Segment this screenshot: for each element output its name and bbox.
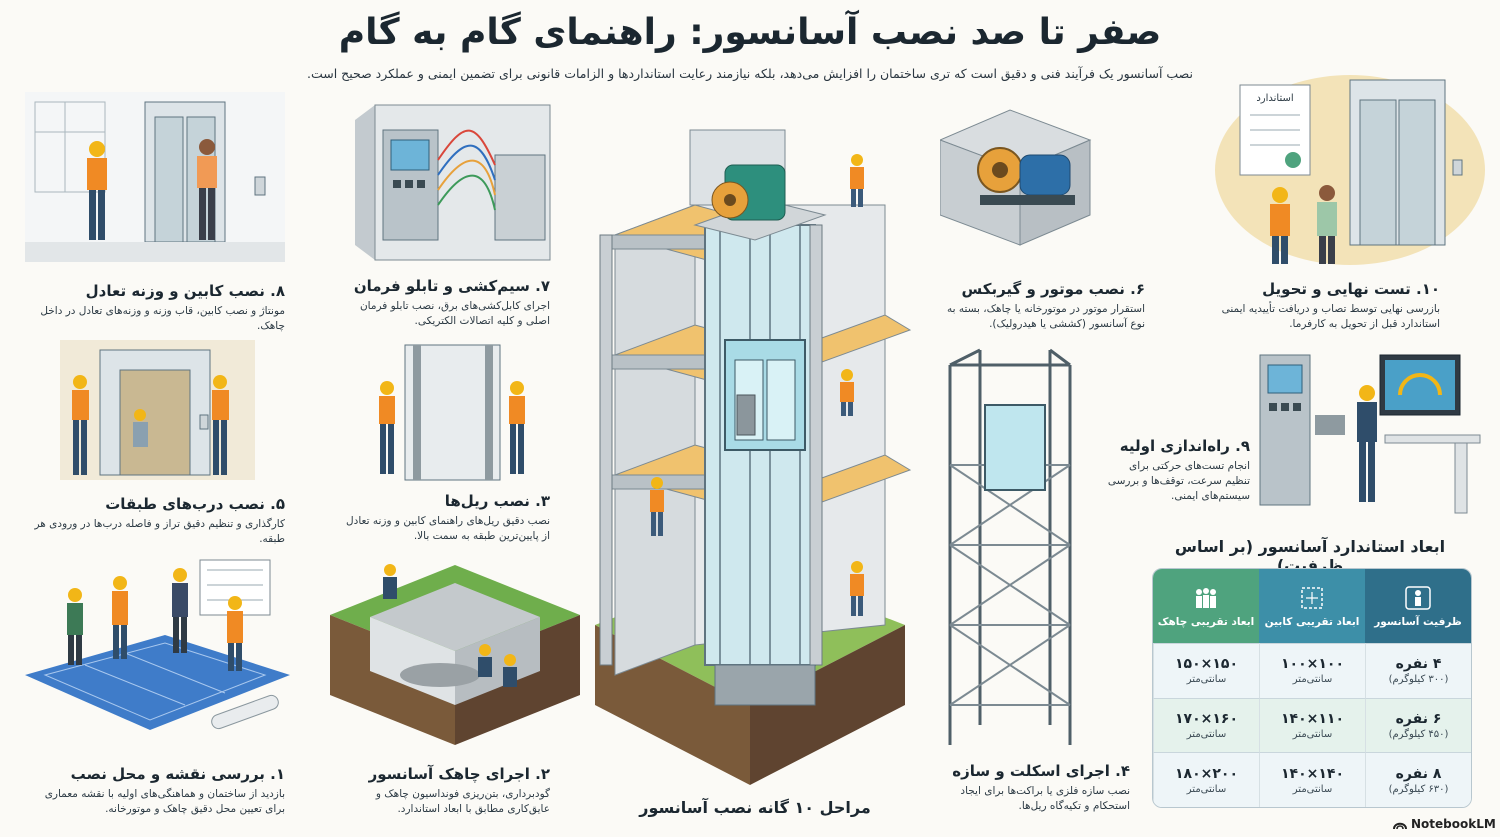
row2-load: (۴۵۰ کیلوگرم) xyxy=(1388,728,1449,740)
table-header-cabin-label: ابعاد تقریبی کابین xyxy=(1264,615,1360,628)
step-7: ۷. سیم‌کشی و تابلو فرمان اجرای کابل‌کشی‌… xyxy=(345,277,550,329)
step6-illustration xyxy=(940,109,1092,246)
step-5-title: ۵. نصب درب‌های طبقات xyxy=(105,495,285,513)
row2-capacity-value: ۶ نفره xyxy=(1395,710,1442,727)
row1-capacity: ۴ نفره(۳۰۰ کیلوگرم) xyxy=(1365,643,1471,698)
row3-load: (۶۳۰ کیلوگرم) xyxy=(1388,783,1449,795)
elevator-tower-illustration xyxy=(595,129,912,785)
step3-illustration xyxy=(379,344,525,481)
row1-cabin-value: ۱۰۰×۱۰۰ xyxy=(1281,656,1345,673)
step-3-desc: نصب دقیق ریل‌های راهنمای کابین و وزنه تع… xyxy=(346,515,550,543)
row3-shaft-value: ۲۰۰×۱۸۰ xyxy=(1175,765,1239,782)
brand-text: NotebookLM xyxy=(1411,817,1496,831)
step-6: ۶. نصب موتور و گیربکس استقرار موتور در م… xyxy=(935,280,1145,332)
step-1-desc: بازدید از ساختمان و هماهنگی‌های اولیه با… xyxy=(44,788,285,816)
step-10: ۱۰. تست نهایی و تحویل بازرسی نهایی توسط … xyxy=(1205,280,1440,332)
step-2-title: ۲. اجرای چاهک آسانسور xyxy=(368,765,550,783)
step-5-desc: کارگذاری و تنظیم دقیق تراز و فاصله درب‌ه… xyxy=(34,518,285,546)
step-3: ۳. نصب ریل‌ها نصب دقیق ریل‌های راهنمای ک… xyxy=(345,492,550,544)
table-header-capacity-label: ظرفیت آسانسور xyxy=(1374,615,1462,628)
row3-shaft-unit: سانتی‌متر xyxy=(1186,783,1227,795)
table-header-capacity: ظرفیت آسانسور xyxy=(1365,569,1471,643)
step-9: ۹. راه‌اندازی اولیه انجام تست‌های حرکتی … xyxy=(1105,437,1250,505)
row2-cabin-unit: سانتی‌متر xyxy=(1292,728,1333,740)
row3-capacity: ۸ نفره(۶۳۰ کیلوگرم) xyxy=(1365,752,1471,807)
step-10-title: ۱۰. تست نهایی و تحویل xyxy=(1262,280,1440,298)
page-title: صفر تا صد نصب آسانسور: راهنمای گام به گا… xyxy=(338,12,1162,53)
step-6-title: ۶. نصب موتور و گیربکس xyxy=(961,280,1145,298)
person-icon xyxy=(1405,585,1431,610)
row1-shaft-value: ۱۵۰×۱۵۰ xyxy=(1175,656,1239,673)
step-4-desc: نصب سازه فلزی یا براکت‌ها برای ایجاد است… xyxy=(960,785,1130,813)
step-9-desc: انجام تست‌های حرکتی برای تنظیم سرعت، توق… xyxy=(1107,460,1250,503)
notebook-logo-icon xyxy=(1393,822,1407,830)
step4-illustration xyxy=(948,348,1072,745)
step-9-title: ۹. راه‌اندازی اولیه xyxy=(1119,437,1250,455)
step7-illustration xyxy=(355,104,551,261)
center-label: مراحل ۱۰ گانه نصب آسانسور xyxy=(639,798,871,817)
dimensions-table: ظرفیت آسانسور ابعاد تقریبی کابین ابعاد ت… xyxy=(1152,568,1472,808)
step-6-desc: استقرار موتور در موتورخانه یا چاهک، بسته… xyxy=(946,303,1145,331)
row1-cabin-unit: سانتی‌متر xyxy=(1292,674,1333,686)
row2-cabin-value: ۱۱۰×۱۴۰ xyxy=(1281,710,1345,727)
step-2: ۲. اجرای چاهک آسانسور گودبرداری، بتن‌ریز… xyxy=(345,765,550,817)
row2-capacity: ۶ نفره(۴۵۰ کیلوگرم) xyxy=(1365,697,1471,753)
row2-shaft-unit: سانتی‌متر xyxy=(1186,728,1227,740)
row3-cabin-unit: سانتی‌متر xyxy=(1292,783,1333,795)
standard-sign-text: استاندارد xyxy=(1256,93,1293,104)
row1-shaft-unit: سانتی‌متر xyxy=(1186,674,1227,686)
step-7-title: ۷. سیم‌کشی و تابلو فرمان xyxy=(353,277,550,295)
brand-watermark: NotebookLM xyxy=(1393,817,1496,831)
step-8-desc: مونتاژ و نصب کابین، قاب وزنه و وزنه‌های … xyxy=(40,305,285,333)
step2-illustration xyxy=(330,564,580,745)
row3-capacity-value: ۸ نفره xyxy=(1395,765,1442,782)
step-1-title: ۱. بررسی نقشه و محل نصب xyxy=(70,765,285,783)
step-8: ۸. نصب کابین و وزنه تعادل مونتاژ و نصب ک… xyxy=(30,282,285,334)
row3-cabin-value: ۱۴۰×۱۴۰ xyxy=(1281,765,1345,782)
step-3-title: ۳. نصب ریل‌ها xyxy=(444,492,550,510)
step-8-title: ۸. نصب کابین و وزنه تعادل xyxy=(85,282,285,300)
step-1: ۱. بررسی نقشه و محل نصب بازدید از ساختما… xyxy=(30,765,285,817)
step1-illustration xyxy=(25,559,290,730)
row1-capacity-value: ۴ نفره xyxy=(1395,656,1442,673)
cabin-square-icon xyxy=(1301,586,1323,609)
step-4: ۴. اجرای اسکلت و سازه نصب سازه فلزی یا ب… xyxy=(935,762,1130,814)
step-10-desc: بازرسی نهایی توسط تصاب و دریافت تأییدیه … xyxy=(1221,303,1440,331)
step5-illustration xyxy=(60,340,255,480)
step-7-desc: اجرای کابل‌کشی‌های برق، نصب تابلو فرمان … xyxy=(359,300,550,328)
step10-illustration: استاندارد xyxy=(1215,75,1485,265)
page-subtitle: نصب آسانسور یک فرآیند فنی و دقیق است که … xyxy=(307,66,1193,81)
step-5: ۵. نصب درب‌های طبقات کارگذاری و تنظیم دق… xyxy=(30,495,285,547)
step9-illustration xyxy=(1259,354,1481,514)
step8-illustration xyxy=(25,92,285,262)
step-4-title: ۴. اجرای اسکلت و سازه xyxy=(952,762,1130,780)
table-header-shaft: ابعاد تقریبی چاهک xyxy=(1153,569,1259,643)
step-2-desc: گودبرداری، بتن‌ریزی فونداسیون چاهک و عای… xyxy=(375,788,550,816)
table-header-shaft-label: ابعاد تقریبی چاهک xyxy=(1157,615,1255,628)
row2-shaft-value: ۱۶۰×۱۷۰ xyxy=(1175,710,1239,727)
row1-load: (۳۰۰ کیلوگرم) xyxy=(1388,674,1449,686)
table-header-cabin: ابعاد تقریبی کابین xyxy=(1259,569,1365,643)
group-icon xyxy=(1196,587,1216,608)
